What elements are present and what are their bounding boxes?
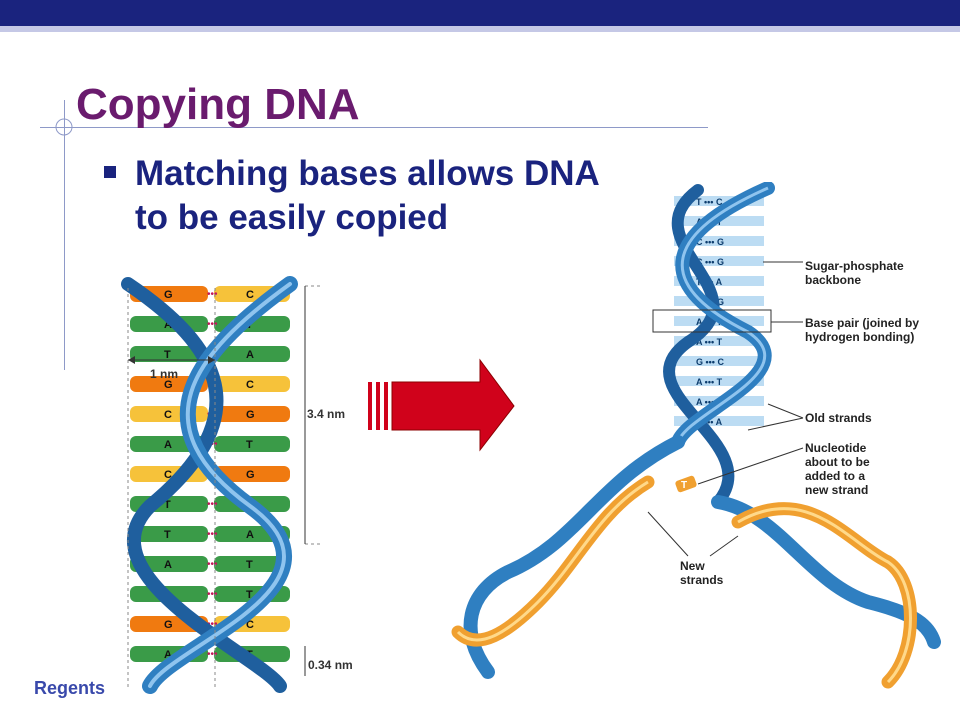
base-right-letter: G bbox=[246, 409, 255, 421]
base-left-letter: T bbox=[164, 499, 171, 511]
old-strand-left bbox=[463, 435, 685, 679]
base-rung bbox=[674, 336, 764, 346]
base-pair: G ••• C bbox=[674, 356, 764, 367]
base-pair: T ••• C bbox=[674, 196, 764, 207]
crosshair-icon bbox=[55, 118, 73, 136]
base-right-letter: C bbox=[246, 619, 254, 631]
base-left-letter: C bbox=[164, 469, 172, 481]
base-right-letter: T bbox=[246, 439, 253, 451]
decor-vertical-line bbox=[64, 100, 65, 370]
base-pair-letters: A ••• T bbox=[696, 397, 723, 407]
hydrogen-bond: ••• bbox=[207, 529, 218, 540]
base-left-letter: A bbox=[164, 559, 172, 571]
base-right-letter: T bbox=[246, 589, 253, 601]
base-left-letter: C bbox=[164, 409, 172, 421]
hydrogen-bond: ••• bbox=[207, 319, 218, 330]
base-left-letter: T bbox=[164, 349, 171, 361]
hydrogen-bond: ••• bbox=[207, 619, 218, 630]
decor-horizontal-line bbox=[40, 127, 708, 128]
base-left-letter: T bbox=[164, 529, 171, 541]
dna-replication-diagram: T ••• CA ••• TC ••• GC ••• GT ••• AC •••… bbox=[451, 182, 941, 689]
base-left-letter: A bbox=[164, 649, 172, 661]
base-pair-letters: A ••• T bbox=[696, 337, 723, 347]
base-pair-letters: T ••• A bbox=[696, 417, 723, 427]
base-right-letter: A bbox=[246, 529, 254, 541]
hydrogen-bond: ••• bbox=[207, 289, 218, 300]
top-bar-shadow bbox=[0, 26, 960, 32]
base-left-letter: A bbox=[164, 439, 172, 451]
base-pair: A ••• T bbox=[674, 376, 764, 387]
base-left bbox=[130, 526, 208, 542]
base-pair: A ••• T bbox=[674, 336, 764, 347]
base-pair: C ••• G bbox=[674, 236, 764, 247]
copy-arrow-icon bbox=[368, 358, 515, 452]
hydrogen-bond: ••• bbox=[207, 589, 218, 600]
base-right-letter: C bbox=[246, 289, 254, 301]
slide-title: Copying DNA bbox=[76, 80, 360, 129]
base-pair-letters: C ••• G bbox=[696, 257, 724, 267]
base-pair-letters: T ••• C bbox=[696, 197, 723, 207]
base-pair-letters: G ••• C bbox=[696, 357, 724, 367]
top-bar bbox=[0, 0, 960, 26]
base-left-letter: G bbox=[164, 379, 173, 391]
base-rung bbox=[674, 416, 764, 426]
base-right-letter: T bbox=[246, 559, 253, 571]
base-pair-letters: C ••• G bbox=[696, 237, 724, 247]
footer-text: Regents bbox=[34, 678, 106, 698]
base-rung bbox=[674, 356, 764, 366]
base-rung bbox=[674, 236, 764, 246]
base-rung bbox=[674, 276, 764, 286]
base-left-letter: G bbox=[164, 289, 173, 301]
turn-label: 3.4 nm bbox=[307, 407, 345, 421]
base-right-letter: G bbox=[246, 469, 255, 481]
bullet-marker bbox=[104, 166, 116, 178]
old-strand-back bbox=[663, 184, 735, 508]
base-left-letter: G bbox=[164, 619, 173, 631]
nucleotide-letter: T bbox=[681, 480, 687, 491]
hydrogen-bond: ••• bbox=[207, 649, 218, 660]
base-pair-letters: A ••• T bbox=[696, 377, 723, 387]
dna-structure-diagram: G C ••• A T ••• T A ••• G C ••• C G ••• A T ••• C G ••• T A •••… bbox=[121, 276, 353, 694]
base-rung bbox=[674, 376, 764, 386]
label-old-strands: Old strands bbox=[805, 411, 872, 425]
base-pair: C ••• G bbox=[674, 256, 764, 267]
base-right-letter: A bbox=[246, 349, 254, 361]
helix-strand-back bbox=[121, 277, 287, 693]
base-pair: A T ••• bbox=[130, 556, 290, 572]
hydrogen-bond: ••• bbox=[207, 439, 218, 450]
hydrogen-bond: ••• bbox=[207, 499, 218, 510]
bullet-text: Matching bases allows DNA to be easily c… bbox=[135, 154, 599, 237]
base-rung bbox=[674, 256, 764, 266]
base-right-letter: C bbox=[246, 379, 254, 391]
base-left bbox=[130, 346, 208, 362]
free-nucleotide bbox=[675, 475, 697, 493]
base-right bbox=[214, 346, 290, 362]
base-left-letter: A bbox=[164, 319, 172, 331]
base-pair: T ••• A bbox=[674, 416, 764, 427]
hydrogen-bond: ••• bbox=[207, 559, 218, 570]
base-right bbox=[214, 466, 290, 482]
base-right bbox=[214, 406, 290, 422]
old-strand-right bbox=[711, 495, 941, 649]
new-strand-right bbox=[731, 502, 917, 689]
base-rung bbox=[674, 196, 764, 206]
rise-label: 0.34 nm bbox=[308, 658, 353, 672]
width-label: 1 nm bbox=[150, 367, 178, 381]
base-right bbox=[214, 436, 290, 452]
base-right bbox=[214, 556, 290, 572]
base-right bbox=[214, 376, 290, 392]
